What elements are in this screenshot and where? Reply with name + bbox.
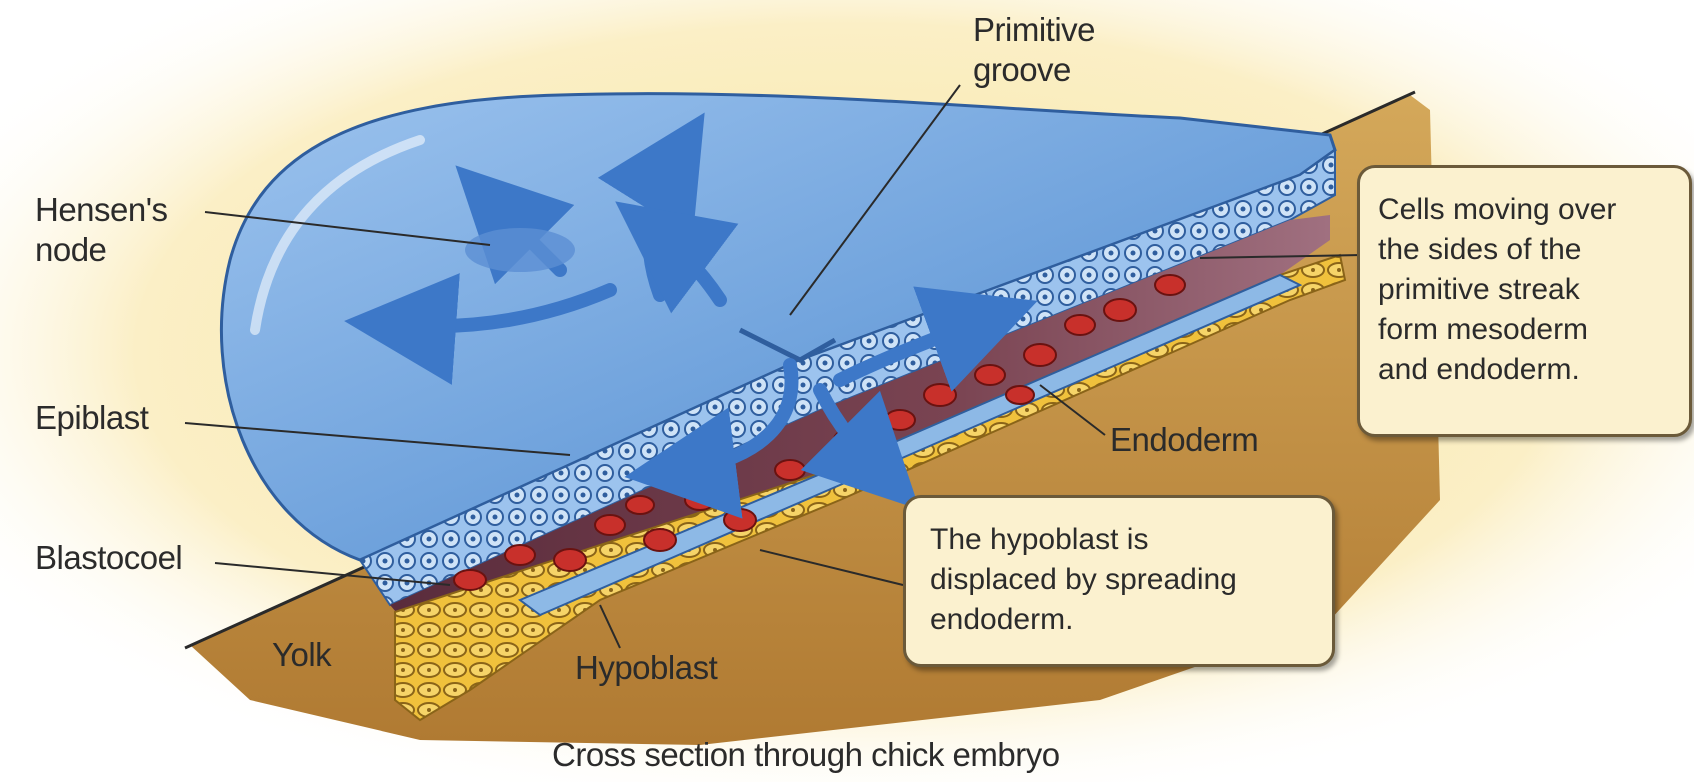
label-primitive-groove: Primitive groove (973, 10, 1095, 90)
label-endoderm: Endoderm (1110, 420, 1258, 460)
label-epiblast: Epiblast (35, 398, 148, 438)
label-hypoblast: Hypoblast (575, 648, 717, 688)
label-hensens-node: Hensen's node (35, 190, 168, 270)
callout-cells-moving-line-2: the sides of the (1378, 230, 1671, 270)
label-hensens-node-line-1: Hensen's (35, 190, 168, 230)
label-yolk: Yolk (272, 635, 331, 675)
callout-cells-moving-line-5: and endoderm. (1378, 350, 1671, 390)
callout-cells-moving: Cells moving over the sides of the primi… (1357, 165, 1692, 437)
callout-cells-moving-line-4: form mesoderm (1378, 310, 1671, 350)
callout-hypoblast-displaced: The hypoblast is displaced by spreading … (903, 495, 1335, 667)
figure-caption: Cross section through chick embryo (552, 735, 1060, 775)
hensens-node-marker (465, 228, 575, 272)
label-primitive-groove-line-2: groove (973, 50, 1095, 90)
label-primitive-groove-line-1: Primitive (973, 10, 1095, 50)
callout-cells-moving-line-3: primitive streak (1378, 270, 1671, 310)
label-blastocoel: Blastocoel (35, 538, 182, 578)
callout-hypoblast-line-3: endoderm. (930, 600, 1308, 640)
callout-hypoblast-line-2: displaced by spreading (930, 560, 1308, 600)
callout-hypoblast-line-1: The hypoblast is (930, 520, 1308, 560)
callout-cells-moving-line-1: Cells moving over (1378, 190, 1671, 230)
label-hensens-node-line-2: node (35, 230, 168, 270)
